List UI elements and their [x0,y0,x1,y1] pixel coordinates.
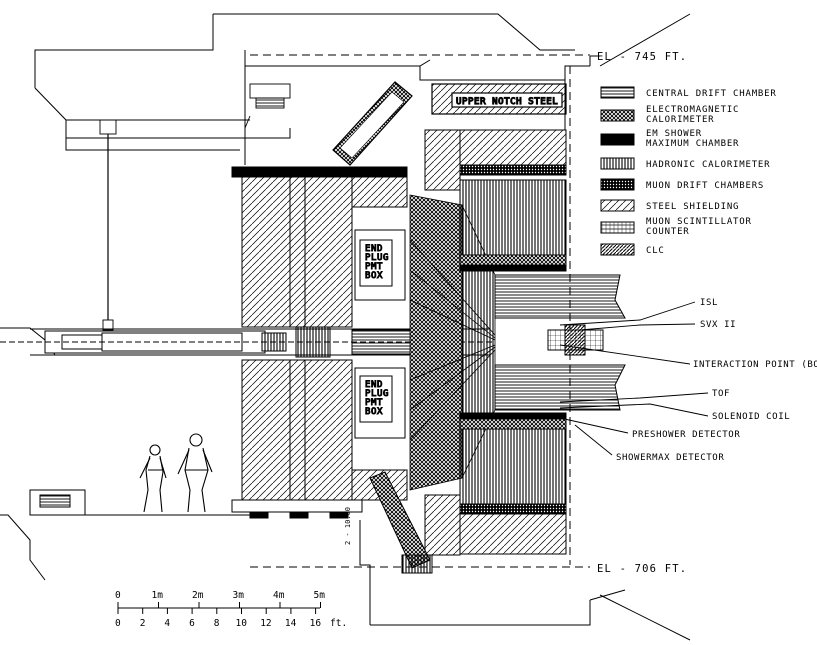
callout-isl: ISL [700,298,718,308]
legend: CENTRAL DRIFT CHAMBER ELECTROMAGNETICCALO… [600,86,777,256]
end-plug-pmt-box-lower: END PLUG PMT BOX [354,367,406,439]
legend-swatch-muon-drift-chambers [600,178,635,191]
legend-label-muon-scintillator-2: COUNTER [646,227,690,237]
callout-showermax: SHOWERMAX DETECTOR [616,453,724,463]
end-plug-lower-line4: BOX [365,407,383,417]
legend-swatch-clc [600,243,635,256]
tilted-rack-top [332,81,413,166]
elevation-bottom-label: EL - 706 FT. [597,563,687,575]
scale-meter-label: 4m [273,590,285,601]
end-plug-lower-line2: PLUG [365,389,389,399]
central-hadronic-upper [459,179,567,272]
scale-foot-label: 14 [285,618,297,629]
legend-label-em-calorimeter-2: CALORIMETER [646,115,714,125]
tilted-rack-bottom [369,471,433,574]
legend-label-steel-shielding: STEEL SHIELDING [646,202,739,212]
upper-notch-steel: UPPER NOTCH STEEL [431,83,567,115]
legend-label-em-calorimeter-1: ELECTROMAGNETIC [646,105,739,115]
scale-foot-unit: ft. [330,618,347,629]
legend-swatch-muon-scintillator [600,221,635,234]
central-drift-chamber [494,274,626,411]
central-steel-upper [424,129,567,191]
elevation-top-label: EL - 745 FT. [597,51,687,63]
end-plug-upper-line3: PMT [365,262,383,272]
callout-leaders [559,301,709,456]
central-steel-lower [424,494,567,556]
legend-label-em-shower-max-2: MAXIMUM CHAMBER [646,139,739,149]
scale-foot-label: 10 [236,618,248,629]
dimension-label: 2 - 10.00 [344,507,352,545]
upper-notch-steel-label: UPPER NOTCH STEEL [456,97,558,107]
legend-label-central-drift-chamber: CENTRAL DRIFT CHAMBER [646,89,777,99]
legend-swatch-central-drift-chamber [600,86,635,99]
scale-meter-label: 3m [233,590,245,601]
legend-label-clc: CLC [646,246,665,256]
scale-foot-label: 12 [260,618,271,629]
end-plug-upper-line2: PLUG [365,253,389,263]
end-plug-lower-line3: PMT [365,398,383,408]
scale-meter-label: 0 [115,590,121,601]
legend-label-em-shower-max-1: EM SHOWER [646,129,702,139]
legend-label-muon-scintillator-1: MUON SCINTILLATOR [646,217,752,227]
scale-bar: 0 1m 2m 3m 4m 5m 0 2 4 6 8 10 12 14 16 ft. [115,590,347,629]
scale-meter-label: 1m [152,590,164,601]
floor-supports [29,489,363,519]
human-figures [139,433,213,513]
legend-swatch-hadronic-calorimeter [600,157,635,170]
legend-label-muon-drift-chambers: MUON DRIFT CHAMBERS [646,181,764,191]
scale-foot-label: 16 [310,618,322,629]
legend-label-hadronic-calorimeter: HADRONIC CALORIMETER [646,160,770,170]
end-plug-upper-line1: END [365,244,383,254]
legend-swatch-em-shower-max [600,133,635,146]
callout-tof: TOF [712,389,730,399]
scale-foot-label: 6 [189,618,195,629]
callout-interaction-point: INTERACTION POINT (BO) [693,360,817,370]
end-plug-lower-line1: END [365,380,383,390]
callout-solenoid: SOLENOID COIL [712,412,790,422]
end-plug-pmt-box-upper: END PLUG PMT BOX [354,229,406,301]
end-plug-upper-line4: BOX [365,271,383,281]
scale-meter-label: 2m [192,590,204,601]
scale-foot-label: 4 [164,618,170,629]
end-wall-steel [231,166,408,501]
scale-meter-label: 5m [314,590,326,601]
scale-foot-label: 0 [115,618,121,629]
scale-foot-label: 8 [214,618,220,629]
legend-swatch-em-calorimeter [600,109,635,122]
central-hadronic-lower [459,412,567,505]
plug-calorimeter [409,194,496,491]
legend-swatch-steel-shielding [600,199,635,212]
callout-preshower: PRESHOWER DETECTOR [632,430,740,440]
callout-svx: SVX II [700,320,736,330]
upper-platform [99,83,291,331]
scale-foot-label: 2 [140,618,146,629]
